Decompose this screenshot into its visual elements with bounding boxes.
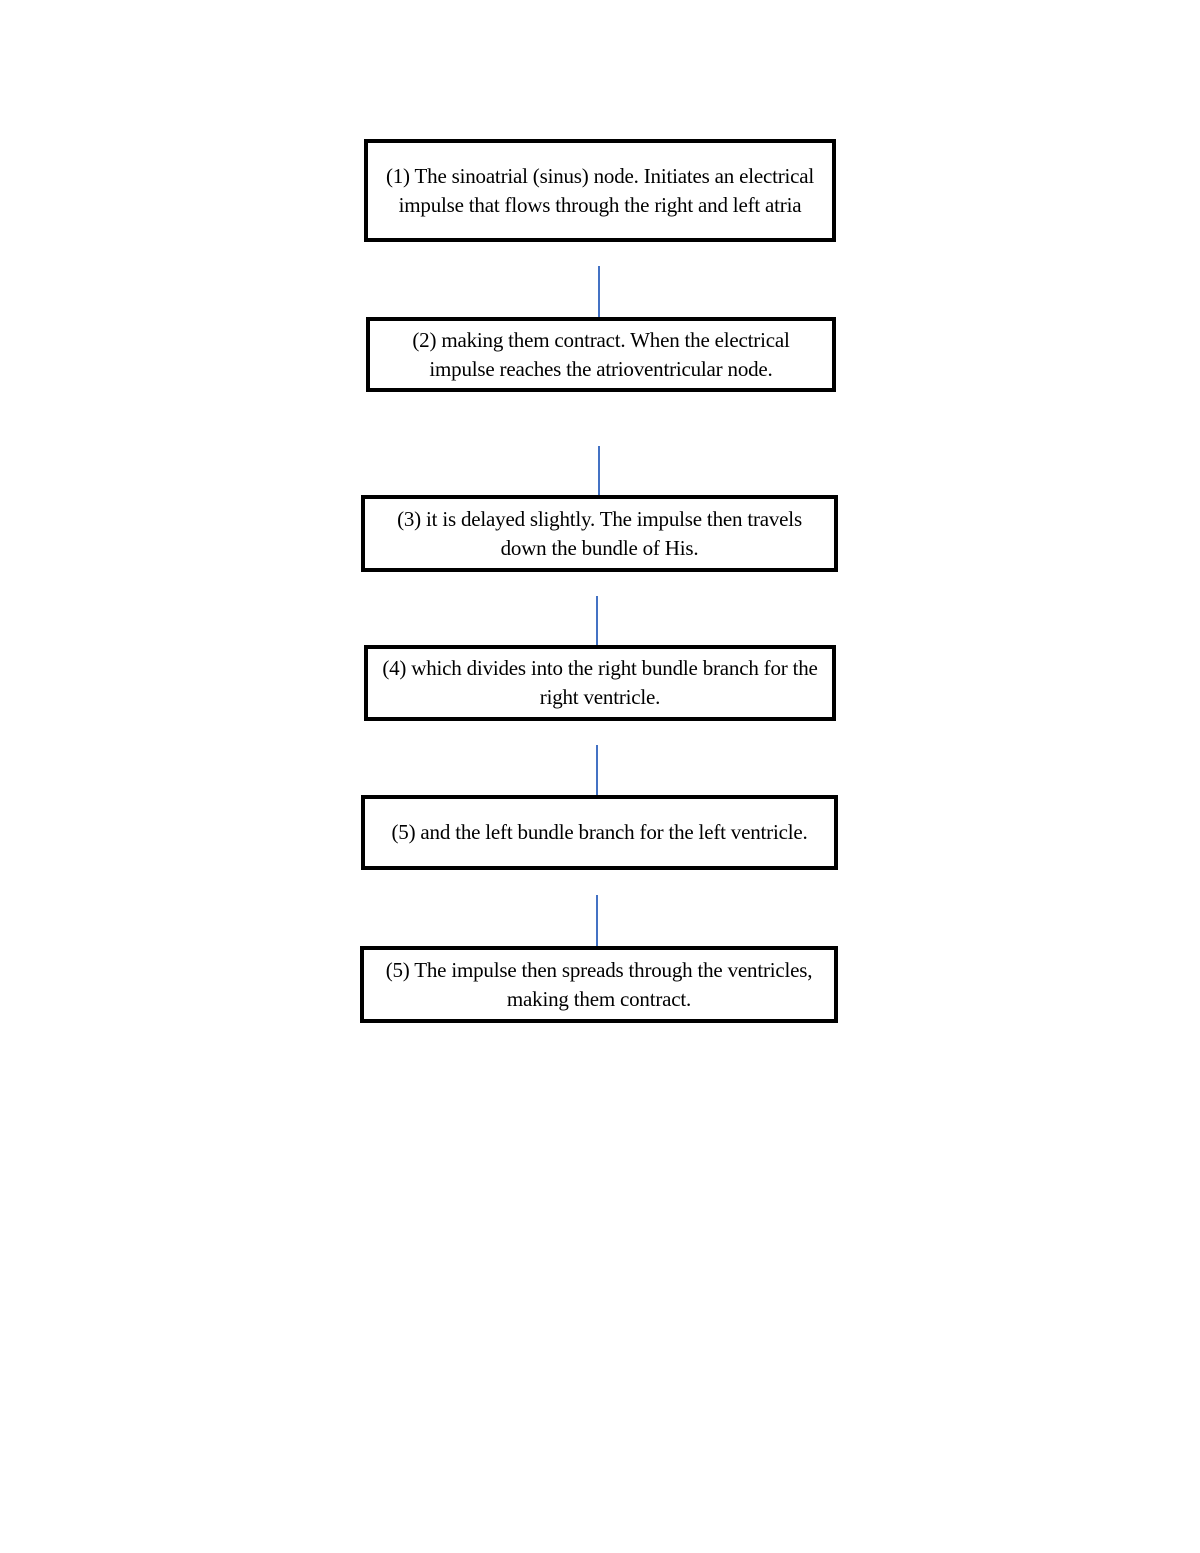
flow-step-1-text: (1) The sinoatrial (sinus) node. Initiat… — [385, 163, 815, 217]
flow-step-3-text: (3) it is delayed slightly. The impulse … — [397, 506, 802, 560]
flow-step-1: (1) The sinoatrial (sinus) node. Initiat… — [364, 139, 836, 242]
flow-step-3: (3) it is delayed slightly. The impulse … — [361, 495, 838, 572]
flow-step-4: (4) which divides into the right bundle … — [364, 645, 836, 721]
flow-step-5-text: (5) and the left bundle branch for the l… — [391, 820, 808, 844]
connector-1-2 — [598, 266, 600, 318]
connector-5-6 — [596, 895, 598, 947]
flow-step-6-text: (5) The impulse then spreads through the… — [385, 957, 813, 1011]
flow-step-4-text: (4) which divides into the right bundle … — [382, 656, 818, 709]
flow-step-2-text: (2) making them contract. When the elect… — [412, 327, 790, 381]
flow-step-2: (2) making them contract. When the elect… — [366, 317, 836, 392]
connector-2-3 — [598, 446, 600, 496]
flow-step-6: (5) The impulse then spreads through the… — [360, 946, 838, 1023]
connector-3-4 — [596, 596, 598, 646]
flow-step-5: (5) and the left bundle branch for the l… — [361, 795, 838, 870]
connector-4-5 — [596, 745, 598, 796]
